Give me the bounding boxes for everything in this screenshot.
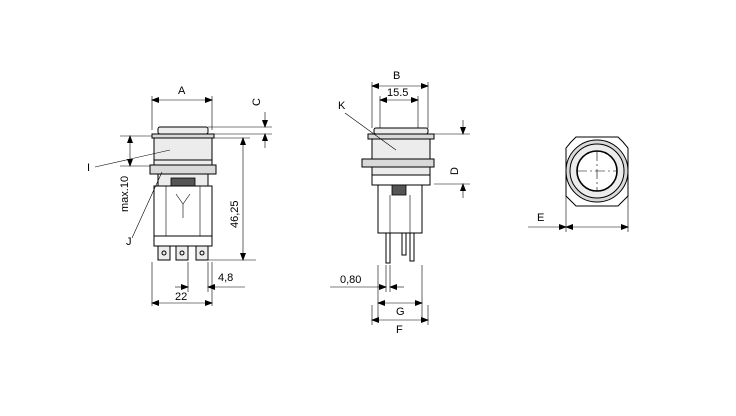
- label-K: K: [338, 100, 346, 112]
- side-terminal-1: [385, 232, 391, 264]
- top-view: E: [528, 136, 629, 232]
- side-view: B 15.5 K D 0,80 G F: [330, 70, 470, 336]
- label-G: G: [396, 306, 405, 318]
- label-B: B: [393, 70, 400, 82]
- front-terminal-right: [195, 245, 209, 261]
- dim-15-5: 15.5: [387, 87, 408, 99]
- front-terminal-left: [157, 245, 171, 261]
- front-view: A C max.10 I J 46,25 4,8 22: [87, 85, 272, 306]
- front-terminal-middle: [175, 245, 189, 261]
- front-contact-block: [170, 177, 196, 187]
- label-D: D: [449, 167, 461, 175]
- label-A: A: [178, 85, 186, 97]
- front-nut: [149, 164, 217, 175]
- label-C: C: [251, 98, 263, 106]
- front-cap: [157, 126, 209, 135]
- dim-max10: max.10: [119, 176, 131, 212]
- dim-22: 22: [175, 291, 187, 303]
- dim-4-8: 4,8: [218, 272, 233, 284]
- label-I: I: [87, 162, 90, 174]
- side-terminal-2: [401, 232, 407, 256]
- dim-46-25: 46,25: [229, 200, 241, 228]
- label-J: J: [126, 236, 132, 248]
- label-E: E: [537, 212, 544, 224]
- side-terminal-3: [409, 232, 415, 262]
- side-cap: [373, 127, 429, 135]
- dim-0-80: 0,80: [340, 274, 361, 286]
- side-nut: [361, 158, 435, 168]
- side-housing: [371, 138, 431, 160]
- label-F: F: [396, 324, 403, 336]
- front-flange: [151, 133, 215, 139]
